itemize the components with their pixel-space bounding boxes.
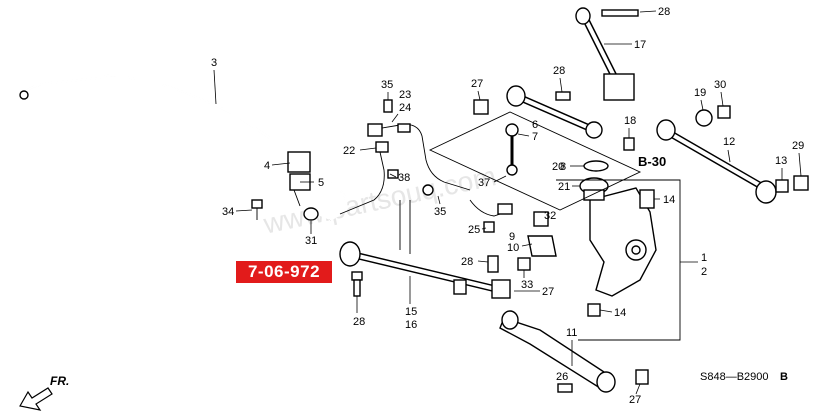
- svg-text:10: 10: [507, 242, 519, 254]
- bolt-28-upper: [555, 91, 571, 101]
- bolt-27-upper: [473, 99, 489, 115]
- nut-27-lower: [635, 369, 649, 385]
- lower-arm: [339, 241, 511, 299]
- svg-text:15: 15: [405, 306, 417, 318]
- svg-text:32: 32: [544, 210, 556, 222]
- svg-text:26: 26: [556, 371, 568, 383]
- bracket-32: [533, 211, 549, 227]
- bolt-26: [557, 383, 573, 393]
- bolt-18: [623, 137, 635, 151]
- svg-text:27: 27: [471, 78, 483, 90]
- nut-30: [717, 105, 731, 119]
- spring-seat: [579, 160, 609, 201]
- svg-text:9: 9: [509, 231, 515, 243]
- svg-text:11: 11: [566, 327, 577, 339]
- svg-text:3: 3: [211, 57, 217, 69]
- diagram-code: S848—B2900: [700, 371, 769, 383]
- svg-text:27: 27: [629, 394, 641, 406]
- svg-text:21: 21: [558, 181, 570, 193]
- washer-19: [695, 109, 713, 127]
- stabilizer-link: [505, 123, 519, 176]
- svg-text:28: 28: [658, 6, 670, 18]
- stabilizer-bushing: [287, 151, 311, 207]
- svg-text:37: 37: [478, 177, 490, 189]
- svg-text:12: 12: [723, 136, 735, 148]
- svg-text:28: 28: [353, 316, 365, 328]
- brake-hose-assembly: [339, 99, 513, 217]
- nut-13: [775, 179, 789, 193]
- svg-text:2: 2: [701, 266, 707, 278]
- bolt-28-lower: [351, 271, 363, 297]
- svg-text:7: 7: [532, 131, 538, 143]
- svg-text:24: 24: [399, 102, 411, 114]
- front-direction-arrow: [19, 387, 53, 411]
- nut-29: [793, 175, 809, 191]
- svg-text:1: 1: [701, 252, 707, 264]
- svg-text:28: 28: [461, 256, 473, 268]
- svg-text:35: 35: [381, 79, 393, 91]
- svg-text:16: 16: [405, 319, 417, 331]
- part-labels: 3 4 5 34 31 35 23 24 22 38 35 27 28 6 7 …: [211, 6, 804, 406]
- compensator-arm: [499, 310, 616, 393]
- svg-text:4: 4: [264, 160, 270, 172]
- bolt-28-mid: [487, 255, 499, 273]
- bracket-9-10: [527, 235, 557, 257]
- control-arm-6: [506, 85, 603, 139]
- svg-text:6: 6: [532, 119, 538, 131]
- knuckle: [589, 187, 657, 297]
- nut-31: [303, 207, 319, 221]
- svg-text:38: 38: [398, 172, 410, 184]
- svg-text:22: 22: [343, 145, 355, 157]
- section-reference-label[interactable]: B-30: [638, 154, 667, 169]
- svg-text:14: 14: [614, 307, 626, 319]
- svg-text:27: 27: [542, 286, 554, 298]
- svg-text:5: 5: [318, 177, 324, 189]
- svg-text:8: 8: [560, 161, 566, 173]
- svg-text:33: 33: [521, 279, 533, 291]
- svg-text:14: 14: [663, 194, 675, 206]
- svg-text:29: 29: [792, 140, 804, 152]
- svg-text:30: 30: [714, 79, 726, 91]
- reference-callout-badge[interactable]: 7-06-972: [236, 261, 332, 283]
- stabilizer-bar: [19, 74, 348, 221]
- svg-text:28: 28: [553, 65, 565, 77]
- svg-text:31: 31: [305, 235, 317, 247]
- svg-text:13: 13: [775, 155, 787, 167]
- svg-text:17: 17: [634, 39, 646, 51]
- upper-arm: [575, 7, 639, 101]
- svg-text:23: 23: [399, 89, 411, 101]
- nut-33: [517, 257, 531, 271]
- svg-text:20: 20: [552, 161, 564, 173]
- svg-text:19: 19: [694, 87, 706, 99]
- diagram-revision: B: [780, 371, 788, 383]
- front-label: FR.: [50, 374, 70, 388]
- bolt-34: [251, 199, 263, 220]
- bolt-25: [483, 221, 495, 233]
- svg-text:25: 25: [468, 224, 480, 236]
- svg-text:18: 18: [624, 115, 636, 127]
- svg-text:34: 34: [222, 206, 234, 218]
- nut-14-lower: [587, 303, 601, 317]
- reference-lines: [399, 111, 698, 341]
- svg-text:35: 35: [434, 206, 446, 218]
- trailing-arm: [656, 119, 777, 204]
